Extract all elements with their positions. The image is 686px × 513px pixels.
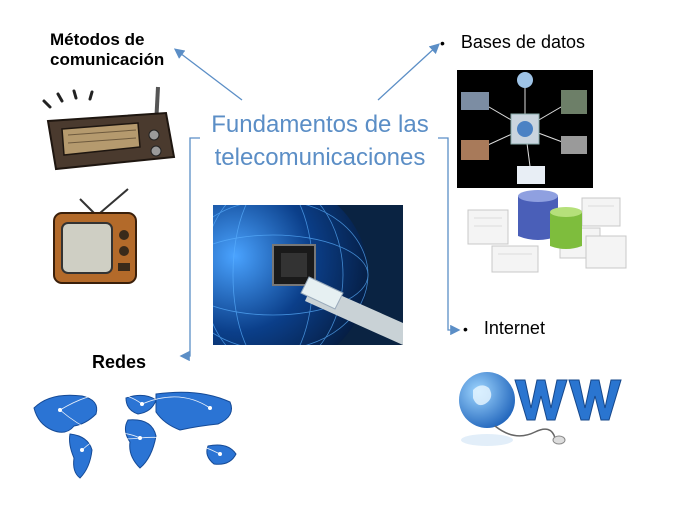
redes-label: Redes [92,352,147,372]
metodos-label-line2: comunicación [50,50,165,69]
network-cable-globe-image [213,205,403,345]
radio-icon [42,86,176,171]
bases-bullet: • [440,35,445,51]
database-schema-image [467,190,627,273]
world-network-map-image [33,391,237,479]
internet-bullet: • [463,321,468,337]
database-network-image [457,70,593,188]
television-icon [53,188,137,284]
arrow-to-bases [377,43,440,101]
arrow-to-internet [438,137,461,336]
internet-label-text: Internet [483,318,545,338]
metodos-label: Métodos de comunicación [50,30,164,70]
www-globe-image [459,372,622,446]
arrow-to-metodos [173,48,243,101]
metodos-label-line1: Métodos de [50,30,145,49]
bases-label-text: Bases de datos [460,32,585,52]
central-title: Fundamentos de las telecomunicaciones [211,111,429,171]
bases-label: • Bases de datos [440,32,585,53]
internet-label: • Internet [463,318,545,339]
arrow-to-redes [179,137,200,362]
